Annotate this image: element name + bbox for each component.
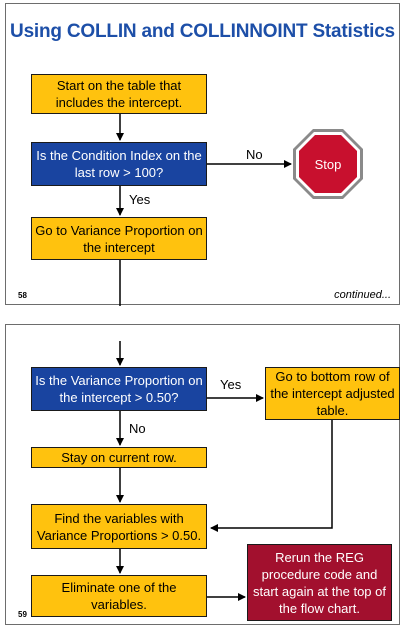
arrow-bottom-row-to-find — [210, 420, 333, 532]
eliminate-variable-box: Eliminate one of the variables. — [31, 575, 207, 617]
no-label: No — [246, 147, 263, 162]
eliminate-variable-text: Eliminate one of the variables. — [61, 580, 177, 612]
start-box-text: Start on the table that includes the int… — [55, 78, 183, 110]
page-number: 58 — [18, 291, 27, 300]
stay-current-row-box: Stay on current row. — [31, 447, 207, 468]
slide2-connectors — [116, 341, 333, 601]
vp-intercept-decision: Is the Variance Proportion on the interc… — [31, 367, 207, 411]
stay-current-row-text: Stay on current row. — [61, 450, 177, 465]
bottom-row-box: Go to bottom row of the intercept adjust… — [265, 367, 400, 420]
stop-octagon-icon — [293, 129, 363, 199]
bottom-row-text: Go to bottom row of the intercept adjust… — [270, 369, 395, 418]
no-label: No — [129, 421, 146, 436]
slide-58: Using COLLIN and COLLINNOINT Statistics … — [5, 3, 400, 306]
condition-index-text: Is the Condition Index on the last row >… — [36, 148, 202, 180]
slide1-connectors — [116, 114, 292, 306]
find-variables-box: Find the variables with Variance Proport… — [31, 504, 207, 549]
condition-index-decision: Is the Condition Index on the last row >… — [31, 142, 207, 186]
vp-intercept-text: Is the Variance Proportion on the interc… — [35, 373, 203, 405]
page-title: Using COLLIN and COLLINNOINT Statistics — [10, 21, 395, 42]
continued-note: continued... — [334, 289, 391, 301]
variance-proportion-box: Go to Variance Proportion on the interce… — [31, 217, 207, 260]
start-box: Start on the table that includes the int… — [31, 74, 207, 114]
page-number: 59 — [18, 610, 27, 619]
stop-label: Stop — [314, 156, 342, 172]
rerun-reg-text: Rerun the REG procedure code and start a… — [253, 549, 386, 616]
yes-label: Yes — [220, 377, 242, 392]
rerun-reg-box: Rerun the REG procedure code and start a… — [247, 544, 392, 621]
variance-proportion-text: Go to Variance Proportion on the interce… — [35, 222, 203, 255]
find-variables-text: Find the variables with Variance Proport… — [36, 510, 202, 543]
slide-59: Is the Variance Proportion on the interc… — [5, 324, 400, 625]
yes-label: Yes — [129, 192, 151, 207]
stop-sign: Stop — [292, 128, 364, 200]
